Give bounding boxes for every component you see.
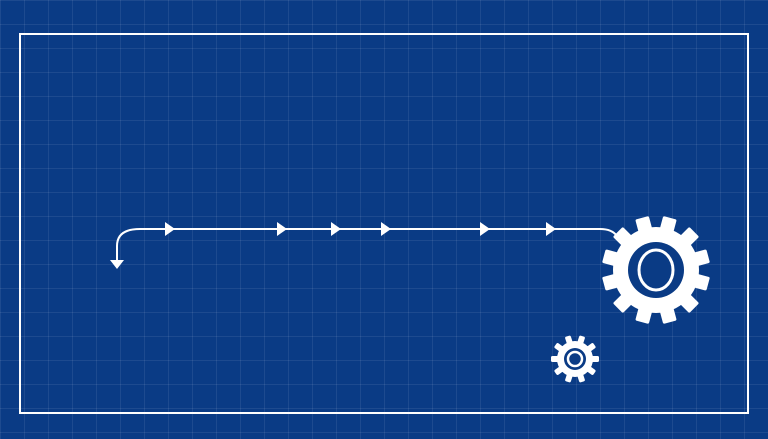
flow-arrowhead-4 xyxy=(381,222,391,236)
flow-arrowhead-5 xyxy=(480,222,490,236)
border-frame xyxy=(19,33,749,414)
flow-arrowhead-6 xyxy=(546,222,556,236)
process-flow-line xyxy=(110,222,618,269)
flow-arrowhead-3 xyxy=(331,222,341,236)
large-gear-icon xyxy=(602,216,710,324)
flow-arrowhead-2 xyxy=(277,222,287,236)
flow-arrowhead-1 xyxy=(165,222,175,236)
down-arrowhead xyxy=(110,260,124,269)
small-gear-icon xyxy=(551,335,599,383)
